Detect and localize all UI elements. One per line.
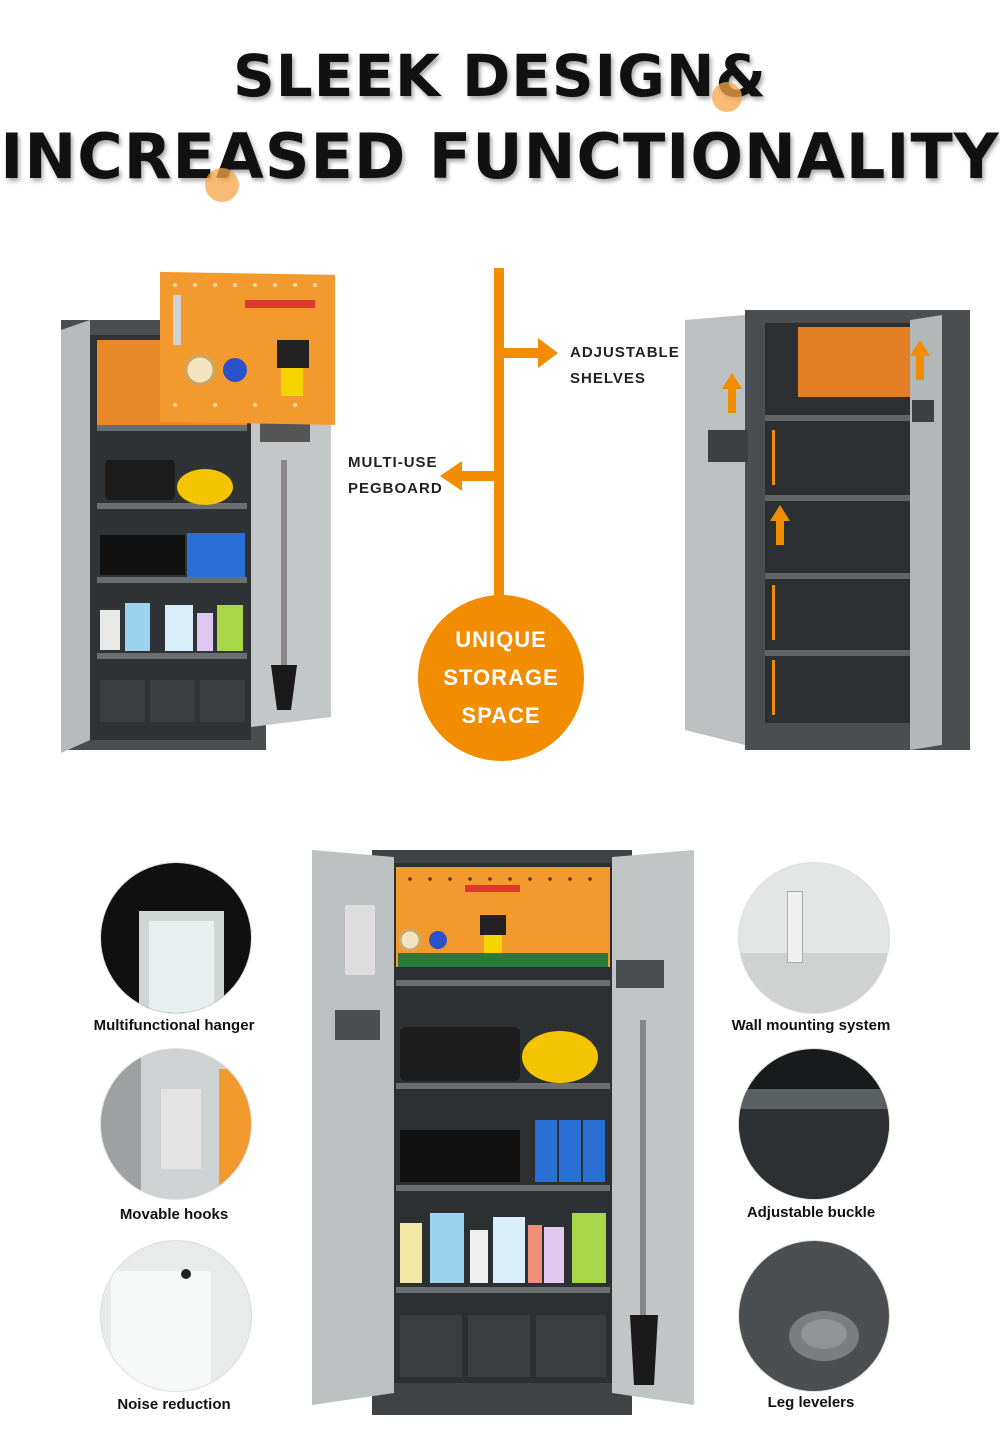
feature-image-noise-reduction bbox=[100, 1240, 252, 1392]
callout-text: PEGBOARD bbox=[348, 480, 443, 497]
cabinet-shelves-illustration bbox=[685, 310, 970, 750]
feature-image-hanger bbox=[100, 862, 252, 1014]
main-cabinet-illustration bbox=[312, 850, 694, 1415]
feature-label: Leg levelers bbox=[767, 1394, 855, 1411]
badge-text: UNIQUE bbox=[455, 627, 547, 652]
feature-image-wall-mounting bbox=[738, 862, 890, 1014]
feature-image-leg-levelers bbox=[738, 1240, 890, 1392]
feature-label: Movable hooks bbox=[119, 1206, 229, 1223]
callout-text: ADJUSTABLE bbox=[570, 344, 680, 361]
headline-line-1: SLEEK DESIGN& bbox=[233, 42, 767, 110]
feature-label: Noise reduction bbox=[117, 1396, 231, 1413]
callout-text: MULTI-USE bbox=[348, 454, 438, 471]
feature-image-adjustable-buckle bbox=[738, 1048, 890, 1200]
badge-text: STORAGE bbox=[443, 665, 559, 690]
callout-multi-use-pegboard: MULTI-USE PEGBOARD bbox=[348, 450, 443, 502]
up-arrow-icon bbox=[722, 340, 930, 545]
badge-text: SPACE bbox=[461, 703, 541, 728]
decor-dot bbox=[205, 168, 239, 202]
right-arrow-icon bbox=[538, 338, 558, 368]
feature-label: Multifunctional hanger bbox=[93, 1017, 255, 1034]
cabinet-pegboard-illustration bbox=[61, 271, 335, 753]
feature-label: Wall mounting system bbox=[731, 1017, 891, 1034]
connector-diagram bbox=[440, 268, 558, 603]
decor-dot bbox=[712, 82, 742, 112]
left-arrow-icon bbox=[440, 461, 462, 491]
callout-adjustable-shelves: ADJUSTABLE SHELVES bbox=[570, 340, 680, 392]
callout-text: SHELVES bbox=[570, 370, 646, 387]
feature-image-movable-hooks bbox=[100, 1048, 252, 1200]
feature-label: Adjustable buckle bbox=[746, 1204, 876, 1221]
unique-storage-badge: UNIQUE STORAGE SPACE bbox=[418, 595, 584, 761]
headline-line-2: INCREASED FUNCTIONALITY bbox=[0, 120, 1000, 193]
